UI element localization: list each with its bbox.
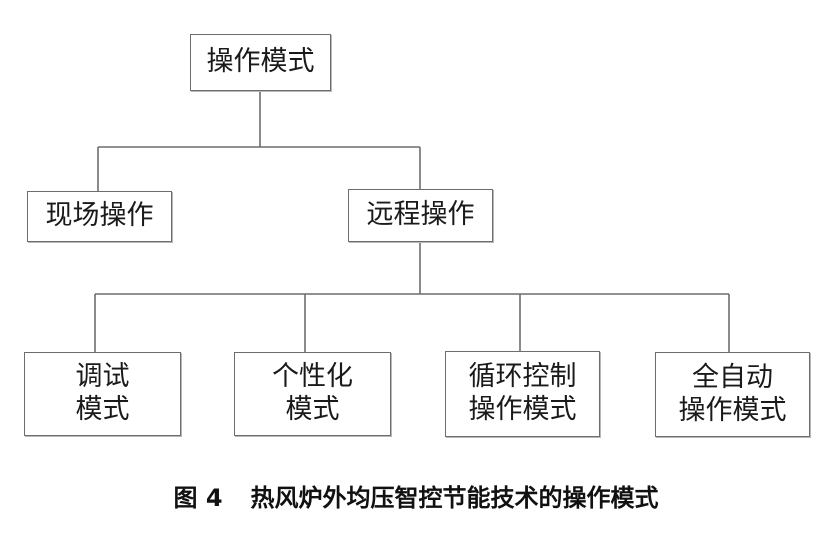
- node-personalized-mode: 个性化 模式: [234, 352, 391, 436]
- figure-title: 热风炉外均压智控节能技术的操作模式: [250, 484, 659, 512]
- node-debug-mode: 调试 模式: [24, 352, 181, 436]
- node-full-auto-mode-line1: 全自动: [692, 361, 773, 393]
- node-personalized-mode-line1: 个性化: [272, 361, 353, 393]
- node-cycle-control-mode-line1: 循环控制: [468, 361, 577, 393]
- node-onsite-operation: 现场操作: [27, 191, 172, 242]
- node-personalized-mode-line2: 模式: [285, 394, 340, 425]
- node-operation-mode-label: 操作模式: [206, 46, 315, 78]
- node-remote-operation-label: 远程操作: [366, 199, 475, 231]
- node-onsite-operation-label: 现场操作: [45, 200, 154, 232]
- node-debug-mode-line2: 模式: [75, 394, 130, 425]
- node-debug-mode-line1: 调试: [75, 361, 130, 393]
- figure-number: 图 4: [173, 484, 223, 512]
- node-operation-mode: 操作模式: [190, 34, 331, 91]
- node-cycle-control-mode-line2: 操作模式: [468, 394, 577, 425]
- node-cycle-control-mode: 循环控制 操作模式: [445, 351, 600, 437]
- node-full-auto-mode-line2: 操作模式: [678, 394, 787, 426]
- figure-caption: 图 4 热风炉外均压智控节能技术的操作模式: [0, 478, 832, 513]
- node-full-auto-mode: 全自动 操作模式: [655, 352, 810, 437]
- node-remote-operation: 远程操作: [348, 189, 493, 242]
